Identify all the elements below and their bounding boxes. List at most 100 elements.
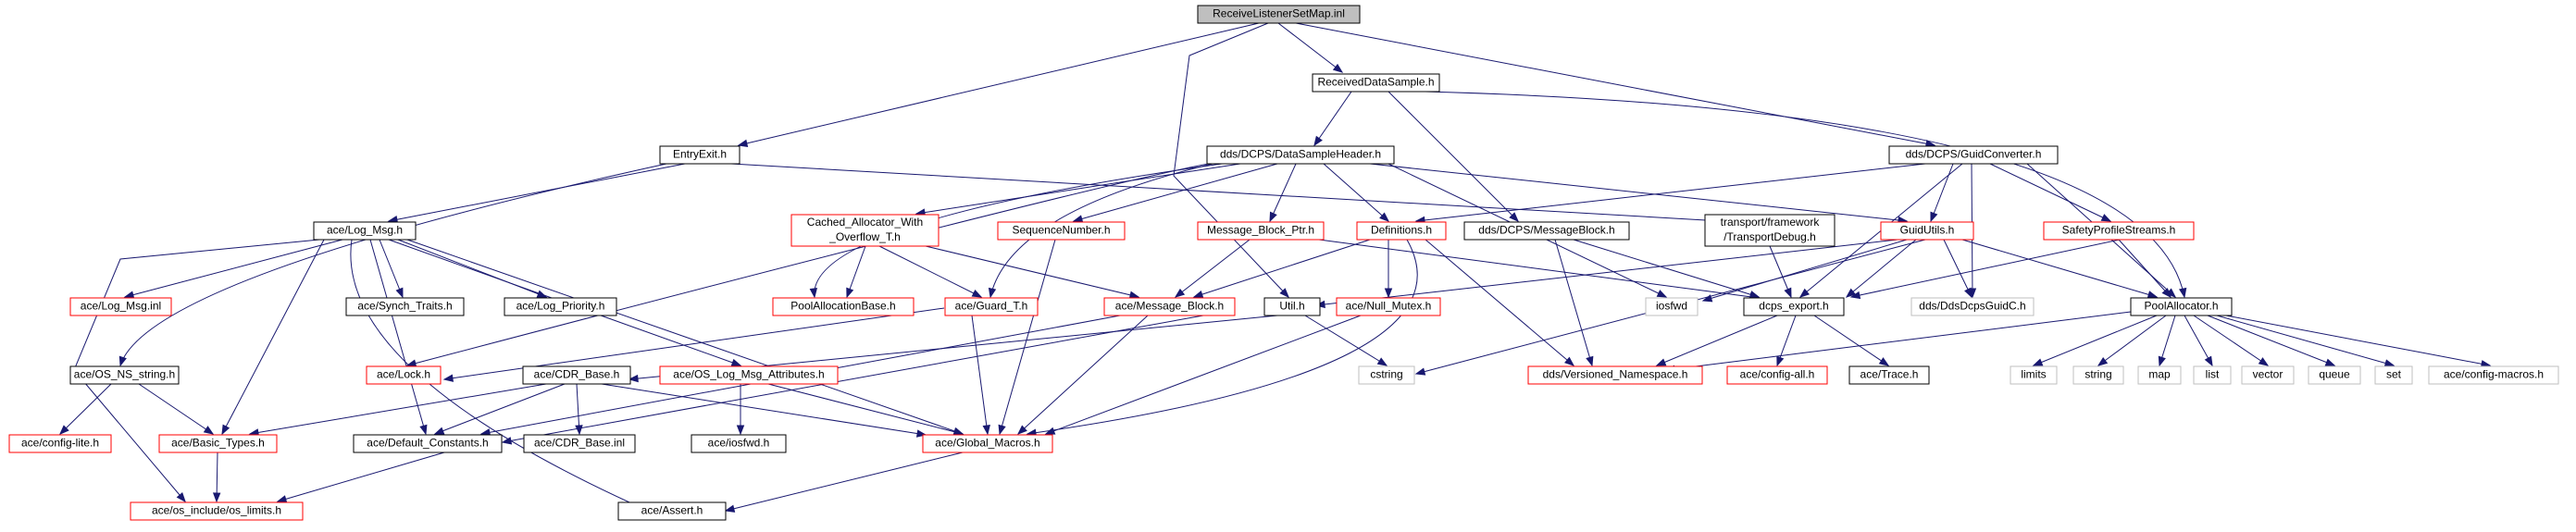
dependency-edge [119,163,667,366]
dependency-edge [59,383,112,435]
node-iosfwd[interactable]: iosfwd [1645,297,1699,316]
node-log-msg-h[interactable]: ace/Log_Msg.h [313,221,417,241]
node-guid-converter-h[interactable]: dds/DCPS/GuidConverter.h [1888,145,2059,165]
node-ace-message-block-h[interactable]: ace/Message_Block.h [1103,297,1236,316]
node-log-priority-h[interactable]: ace/Log_Priority.h [504,297,617,316]
node-pool-allocator-h[interactable]: PoolAllocator.h [2130,297,2233,316]
node-null-mutex-h[interactable]: ace/Null_Mutex.h [1336,297,1441,316]
dependency-edge [1930,163,1954,222]
edge-arrowhead [2178,287,2187,299]
node-synch-traits-h[interactable]: ace/Synch_Traits.h [345,297,465,316]
node-string[interactable]: string [2072,365,2124,385]
edge-arrowhead [2166,288,2177,298]
dependency-edge [502,315,1204,443]
edge-arrowhead [176,492,186,503]
node-dcps-export-h[interactable]: dcps_export.h [1743,297,1845,316]
node-data-sample-header-h[interactable]: dds/DCPS/DataSampleHeader.h [1206,145,1395,165]
node-assert-h[interactable]: ace/Assert.h [617,501,727,521]
node-basic-types-h[interactable]: ace/Basic_Types.h [158,434,278,453]
node-safety-profile-streams-h[interactable]: SafetyProfileStreams.h [2043,221,2195,241]
dependency-edge [1769,245,1792,298]
dependency-edge [406,163,1210,366]
node-default-constants-h[interactable]: ace/Default_Constants.h [353,434,503,453]
node-os-log-msg-attributes-h[interactable]: ace/OS_Log_Msg_Attributes.h [659,365,839,385]
node-queue[interactable]: queue [2308,365,2361,385]
edge-arrowhead [2204,355,2213,367]
dependency-edge [925,245,1139,298]
node-cdr-base-inl[interactable]: ace/CDR_Base.inl [523,434,636,453]
node-sequence-number-h[interactable]: SequenceNumber.h [997,221,1126,241]
edge-arrowhead [1414,367,1426,376]
node-pool-allocation-base-h[interactable]: PoolAllocationBase.h [772,297,915,316]
node-label-line-2: _Overflow_T.h [828,230,901,243]
node-log-msg-inl[interactable]: ace/Log_Msg.inl [69,297,172,316]
dependency-edge [2225,315,2491,366]
dependency-edge [1313,91,1352,146]
dependency-edge [2118,239,2172,298]
node-guid-utils-h[interactable]: GuidUtils.h [1880,221,1974,241]
node-map[interactable]: map [2137,365,2182,385]
node-label-line-1: Cached_Allocator_With [807,216,923,229]
dependency-edge [1269,163,1297,222]
dependency-edge [1017,315,1149,435]
edge-arrowhead [2161,288,2172,299]
edge-arrowhead [2147,291,2159,299]
node-label: ace/CDR_Base.inl [534,437,625,450]
node-label: ace/Guard_T.h [955,300,1028,313]
node-cdr-base-h[interactable]: ace/CDR_Base.h [522,365,631,385]
node-util-h[interactable]: Util.h [1263,297,1321,316]
node-list[interactable]: list [2193,365,2232,385]
edge-arrowhead [1656,290,1668,298]
node-label: cstring [1370,368,1402,381]
dependency-edge [999,239,1056,435]
node-label: ace/Global_Macros.h [935,437,1039,450]
node-os-limits-h[interactable]: ace/os_include/os_limits.h [130,501,304,521]
node-cstring[interactable]: cstring [1358,365,1415,385]
node-ace-iosfwd-h[interactable]: ace/iosfwd.h [691,434,787,453]
dependency-edge [2207,315,2335,366]
edge-arrowhead [419,424,428,436]
node-entry-exit-h[interactable]: EntryExit.h [659,145,740,165]
dependency-edge [846,245,866,298]
node-limits[interactable]: limits [2010,365,2058,385]
dependency-edge [767,383,964,435]
node-lock-h[interactable]: ace/Lock.h [366,365,442,385]
dependency-edge [124,239,343,298]
node-versioned-namespace-h[interactable]: dds/Versioned_Namespace.h [1527,365,1703,385]
node-received-data-sample-h[interactable]: ReceivedDataSample.h [1312,73,1440,93]
edge-arrowhead [1849,291,1861,300]
edge-arrowhead [501,437,513,445]
edge-arrowhead [123,291,135,299]
edge-arrowhead [724,504,736,513]
edge-arrowhead [203,426,215,435]
node-definitions-h[interactable]: Definitions.h [1356,221,1447,241]
edge-arrowhead [1930,211,1938,223]
node-set[interactable]: set [2374,365,2413,385]
node-cached-allocator-with-overflow-t-h[interactable]: Cached_Allocator_With _Overflow_T.h [790,214,940,247]
node-config-all-h[interactable]: ace/config-all.h [1726,365,1828,385]
node-label: ace/OS_Log_Msg_Attributes.h [673,368,824,381]
edge-arrowhead [395,287,404,299]
node-message-block-ptr-h[interactable]: Message_Block_Ptr.h [1197,221,1325,241]
node-label: ace/config-all.h [1740,368,1815,381]
edge-arrowhead [1845,288,1857,298]
edge-arrowhead [982,425,990,436]
node-label: ace/Trace.h [1860,368,1919,381]
node-os-ns-string-h[interactable]: ace/OS_NS_string.h [69,365,180,385]
node-label-line-1: transport/framework [1721,216,1821,229]
edge-arrowhead [1016,425,1027,435]
node-transport-debug-h[interactable]: transport/framework /TransportDebug.h [1704,214,1836,247]
node-guard-t-h[interactable]: ace/Guard_T.h [944,297,1039,316]
node-config-macros-h[interactable]: ace/config-macros.h [2428,365,2559,385]
node-dcps-message-block-h[interactable]: dds/DCPS/MessageBlock.h [1463,221,1630,241]
node-trace-h[interactable]: ace/Trace.h [1848,365,1930,385]
node-vector[interactable]: vector [2241,365,2295,385]
edge-arrowhead [1798,288,1811,298]
dependency-edge [1961,239,2158,298]
node-global-macros-h[interactable]: ace/Global_Macros.h [922,434,1053,453]
node-config-lite-h[interactable]: ace/config-lite.h [8,434,112,453]
node-dds-dcps-guid-c-h[interactable]: dds/DdsDcpsGuidC.h [1910,297,2035,316]
node-receive-listener-set-map-inl[interactable]: ReceiveListenerSetMap.inl [1197,5,1361,24]
node-label: ace/Lock.h [377,368,430,381]
